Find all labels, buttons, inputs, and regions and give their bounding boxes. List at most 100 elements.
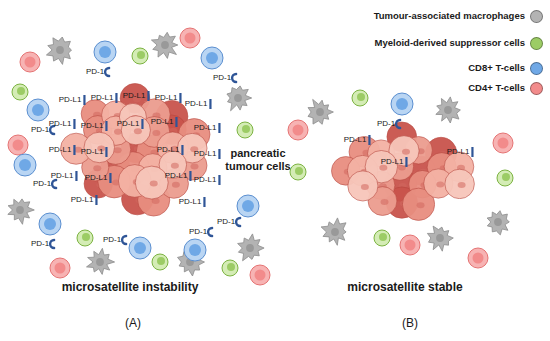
mdsc-cell	[497, 170, 513, 186]
pdl1-label: PD-L1	[81, 121, 104, 130]
pdl1-marker	[73, 119, 75, 129]
pd1-label: PD-1	[189, 227, 207, 236]
macrophage-nucleus	[316, 108, 324, 116]
pdl1-label: PD-L1	[381, 157, 404, 166]
pdl1-label: PD-L1	[49, 145, 72, 154]
pd1-receptor	[50, 240, 54, 248]
macrophage-nucleus	[234, 94, 242, 102]
pdl1-marker	[75, 171, 77, 181]
pdl1-label: PD-L1	[49, 119, 72, 128]
cd4-nucleus	[293, 125, 304, 136]
cd8-nucleus	[19, 159, 31, 171]
mdsc-cell	[290, 164, 306, 180]
legend-text: Tumour-associated macrophages	[374, 11, 525, 22]
mdsc-nucleus	[295, 167, 303, 175]
tumour-nucleus	[381, 199, 389, 205]
mdsc-nucleus	[137, 51, 145, 59]
cd8-nucleus	[134, 242, 146, 254]
pd1-label: PD-1	[31, 125, 49, 134]
cd8-cell	[27, 99, 49, 121]
pdl1-label: PD-L1	[151, 117, 174, 126]
cd8-nucleus	[44, 218, 56, 230]
cd4-cell	[50, 258, 70, 278]
pdl1-marker	[179, 93, 181, 103]
pdl1-label: PD-L1	[194, 175, 217, 184]
pd1-receptor	[232, 74, 236, 82]
cd8-cell	[184, 239, 206, 261]
mdsc-cell	[132, 48, 148, 64]
macrophage	[87, 248, 115, 274]
tumour-nucleus	[417, 202, 425, 208]
macrophage	[308, 99, 333, 124]
pdl1-marker	[141, 119, 143, 129]
mdsc-nucleus	[357, 93, 365, 101]
tumour-cell	[348, 171, 378, 201]
cd8-cell	[39, 213, 61, 235]
tumour-nucleus	[436, 182, 444, 188]
macrophage-nucleus	[246, 244, 254, 252]
pdl1-marker	[203, 197, 205, 207]
pdl1-marker	[83, 95, 85, 105]
legend-swatch	[530, 10, 543, 23]
mdsc-nucleus	[157, 257, 165, 265]
pd1-receptor	[52, 180, 56, 188]
pdl1-label: PD-L1	[85, 173, 108, 182]
pdl1-marker	[105, 121, 107, 131]
macrophage-nucleus	[56, 46, 64, 54]
cd4-nucleus	[55, 263, 66, 274]
macrophage-nucleus	[161, 41, 169, 49]
mdsc-cell	[12, 84, 28, 100]
mdsc-nucleus	[502, 173, 510, 181]
cd8-nucleus	[99, 46, 111, 58]
mdsc-nucleus	[82, 233, 90, 241]
cd8-cell	[237, 195, 259, 217]
cd4-nucleus	[185, 33, 196, 44]
pdl1-marker	[405, 157, 407, 167]
pdl1-marker	[189, 171, 191, 181]
panel-title: microsatellite stable	[347, 281, 462, 295]
pd1-receptor	[396, 120, 400, 128]
cd4-nucleus	[405, 240, 416, 251]
legend-text: CD8+ T-cells	[468, 63, 525, 74]
tumour-nucleus	[458, 182, 466, 188]
cd4-cell	[20, 52, 40, 72]
pdl1-label: PD-L1	[81, 147, 104, 156]
pd1-label: PD-1	[33, 179, 51, 188]
panel-title: microsatellite instability	[62, 281, 199, 295]
pdl1-label: PD-L1	[344, 135, 367, 144]
macrophage	[238, 234, 265, 261]
pdl1-label: PD-L1	[91, 93, 114, 102]
pdl1-marker	[175, 117, 177, 127]
tumour-nucleus	[402, 149, 410, 155]
pdl1-marker	[147, 91, 149, 101]
pd1-label: PD-1	[86, 67, 104, 76]
pdl1-label: PD-L1	[185, 99, 208, 108]
cd4-cell	[288, 120, 308, 140]
legend-swatch	[530, 37, 543, 50]
cd4-cell	[400, 235, 420, 255]
pdl1-label: PD-L1	[179, 197, 202, 206]
cd8-nucleus	[189, 244, 201, 256]
tumour-nucleus	[114, 129, 122, 135]
pdl1-marker	[218, 123, 220, 133]
pdl1-label: PD-L1	[71, 195, 94, 204]
cd8-nucleus	[206, 52, 218, 64]
pdl1-label: PD-L1	[157, 145, 180, 154]
mdsc-cell	[77, 230, 93, 246]
mdsc-nucleus	[242, 125, 250, 133]
pdl1-label: PD-L1	[165, 171, 188, 180]
legend-swatch	[530, 62, 543, 75]
pd1-receptor	[208, 228, 212, 236]
cd8-cell	[14, 154, 36, 176]
structure-label: pancreatic tumour cells	[222, 147, 294, 172]
pd1-label: PD-1	[377, 119, 395, 128]
macrophage-nucleus	[444, 106, 452, 114]
tumour-nucleus	[150, 181, 158, 187]
cd8-cell	[129, 237, 151, 259]
pdl1-label: PD-L1	[117, 119, 140, 128]
macrophage	[436, 97, 461, 123]
macrophage	[8, 199, 35, 224]
pdl1-marker	[105, 147, 107, 157]
macrophage-nucleus	[494, 218, 502, 226]
tumour-cell	[445, 169, 475, 199]
